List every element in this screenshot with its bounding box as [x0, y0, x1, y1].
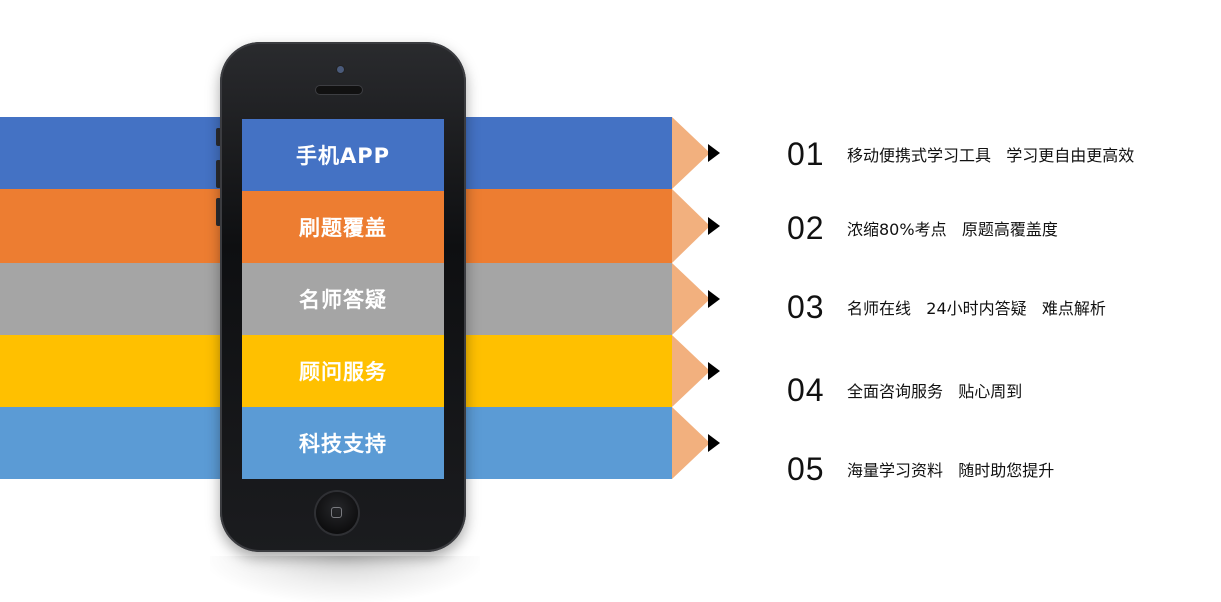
pencil-tip-2 — [672, 189, 720, 263]
phone-camera — [337, 66, 344, 73]
phone-home-button — [316, 492, 358, 534]
phone-speaker — [316, 86, 362, 94]
feature-item: 04 全面咨询服务 贴心周到 — [787, 370, 1022, 410]
screen-item-label: 科技支持 — [299, 432, 387, 456]
feature-number: 03 — [787, 288, 825, 325]
feature-item: 05 海量学习资料 随时助您提升 — [787, 449, 1054, 489]
phone-side-button — [216, 198, 221, 226]
feature-text: 浓缩80%考点 原题高覆盖度 — [847, 220, 1058, 239]
phone-side-button — [216, 128, 221, 146]
screen-item-label: 手机APP — [295, 144, 391, 168]
pencil-tip-5 — [672, 407, 720, 479]
pencil-tip-1 — [672, 117, 720, 189]
feature-item: 02 浓缩80%考点 原题高覆盖度 — [787, 208, 1058, 248]
phone-side-button — [216, 160, 221, 188]
pencil-bar-blue — [0, 117, 672, 189]
feature-number: 01 — [787, 135, 825, 172]
feature-text: 海量学习资料 随时助您提升 — [847, 461, 1055, 480]
feature-text: 移动便携式学习工具 学习更自由更高效 — [847, 146, 1135, 165]
feature-number: 05 — [787, 450, 825, 487]
phone-reflection — [210, 556, 480, 602]
screen-item-consultant: 顾问服务 — [242, 335, 444, 407]
feature-number: 04 — [787, 371, 825, 408]
home-square-icon — [331, 507, 342, 518]
pencil-tips — [672, 117, 720, 479]
screen-item-label: 名师答疑 — [299, 288, 387, 312]
pencil-bar-gray — [0, 263, 672, 335]
pencil-tip-3 — [672, 263, 720, 335]
feature-number: 02 — [787, 209, 825, 246]
screen-item-question-coverage: 刷题覆盖 — [242, 191, 444, 263]
feature-text: 名师在线 24小时内答疑 难点解析 — [847, 299, 1106, 318]
feature-item: 01 移动便携式学习工具 学习更自由更高效 — [787, 134, 1134, 174]
pencil-bar-orange — [0, 189, 672, 263]
feature-item: 03 名师在线 24小时内答疑 难点解析 — [787, 287, 1106, 327]
screen-item-label: 顾问服务 — [299, 360, 387, 384]
feature-text: 全面咨询服务 贴心周到 — [847, 382, 1023, 401]
screen-item-label: 刷题覆盖 — [299, 216, 387, 240]
pencil-bar-yellow — [0, 335, 672, 407]
screen-item-app: 手机APP — [242, 119, 444, 191]
pencil-tip-4 — [672, 335, 720, 407]
pencil-bar-light-blue — [0, 407, 672, 479]
screen-item-tech-support: 科技支持 — [242, 407, 444, 479]
screen-item-teacher-qa: 名师答疑 — [242, 263, 444, 335]
